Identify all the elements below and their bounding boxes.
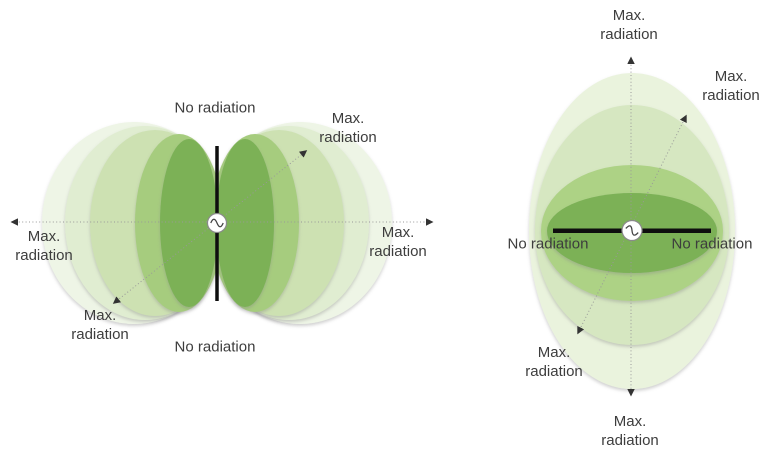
label-line: Max. (714, 68, 748, 85)
label-line: radiation (71, 326, 129, 343)
right-label-max-radiation-lower-left: Max. radiation (525, 343, 583, 381)
label-line: radiation (319, 129, 377, 146)
label-line: radiation (601, 432, 659, 449)
sine-wave-glyph (210, 218, 224, 228)
label-line: Max. (27, 228, 61, 245)
left-label-no-radiation-bottom: No radiation (174, 338, 256, 356)
label-line: Max. (331, 110, 365, 127)
label-line: radiation (702, 87, 760, 104)
right-label-no-radiation-left: No radiation (507, 235, 589, 253)
right-label-max-radiation-bottom: Max. radiation (601, 412, 659, 450)
right-diagram (529, 56, 735, 397)
right-label-no-radiation-right: No radiation (671, 235, 753, 253)
left-label-no-radiation-top: No radiation (174, 99, 256, 117)
right-label-max-radiation-top: Max. radiation (600, 6, 658, 44)
label-line: radiation (525, 363, 583, 380)
left-label-max-radiation-upper-right: Max. radiation (319, 109, 377, 147)
left-label-max-radiation-lower-left: Max. radiation (71, 306, 129, 344)
label-line: Max. (612, 7, 646, 24)
label-line: Max. (613, 413, 647, 430)
left-label-max-radiation-right: Max. radiation (369, 223, 427, 261)
right-label-max-radiation-upper-right: Max. radiation (702, 67, 760, 105)
label-line: radiation (369, 243, 427, 260)
label-line: radiation (15, 247, 73, 264)
ac-source-icon (206, 212, 228, 234)
left-label-max-radiation-left: Max. radiation (15, 227, 73, 265)
left-diagram (10, 122, 434, 324)
sine-wave-glyph (625, 225, 639, 236)
ac-source-icon (621, 219, 643, 242)
label-line: Max. (381, 224, 415, 241)
label-line: Max. (83, 307, 117, 324)
label-line: radiation (600, 26, 658, 43)
label-line: Max. (537, 344, 571, 361)
